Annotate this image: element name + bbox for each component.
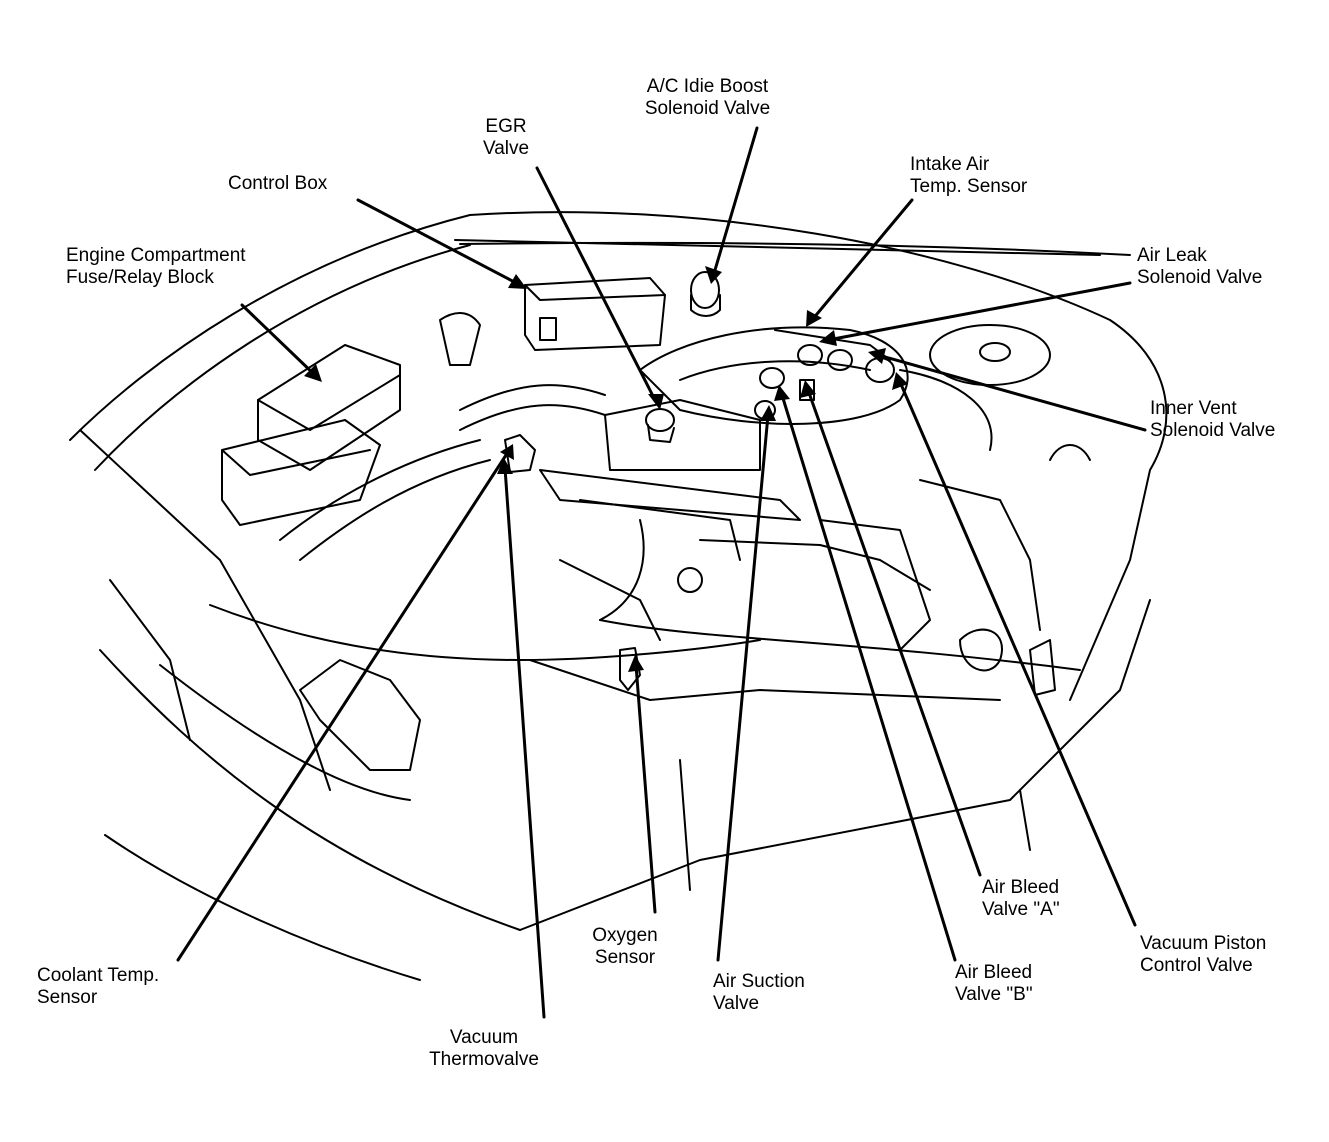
label-line: Air Bleed (955, 962, 1033, 983)
label-line: Air Bleed (982, 877, 1060, 898)
label-line: Thermovalve (429, 1049, 539, 1070)
label-line: Sensor (37, 987, 98, 1008)
label-line: Vacuum (449, 1027, 519, 1048)
label-vacuum-piston-control-valve: Vacuum Piston Control Valve (1140, 933, 1266, 977)
label-line: Vacuum Piston (1140, 933, 1267, 954)
label-line: Control Valve (1140, 955, 1253, 976)
label-inner-vent-solenoid-valve: Inner Vent Solenoid Valve (1150, 398, 1275, 442)
label-line: Sensor (594, 947, 656, 968)
label-line: Solenoid Valve (1137, 267, 1263, 288)
label-line: Solenoid Valve (1150, 420, 1276, 441)
label-line: Valve "A" (982, 899, 1060, 920)
label-line: Coolant Temp. (37, 965, 160, 986)
label-line: Air Suction (713, 971, 805, 992)
arrow-heads (304, 266, 908, 672)
label-air-suction-valve: Air Suction Valve (713, 971, 805, 1015)
label-air-bleed-valve-a: Air Bleed Valve "A" (982, 877, 1060, 921)
label-line: Valve (482, 138, 530, 159)
label-line: Engine Compartment (66, 245, 246, 266)
label-line: Valve (713, 993, 760, 1014)
label-vacuum-thermovalve: Vacuum Thermovalve (418, 1027, 550, 1071)
label-air-bleed-valve-b: Air Bleed Valve "B" (955, 962, 1033, 1006)
label-control-box: Control Box (228, 173, 327, 195)
label-egr-valve: EGR Valve (470, 116, 542, 160)
label-air-leak-solenoid-valve: Air Leak Solenoid Valve (1137, 245, 1262, 289)
label-line: Control Box (228, 173, 328, 194)
label-line: Air Leak (1137, 245, 1207, 266)
engine-components (221, 271, 1091, 771)
label-line: Fuse/Relay Block (66, 267, 214, 288)
label-intake-air-temp-sensor: Intake Air Temp. Sensor (910, 154, 1027, 198)
label-engine-compartment-fuse-relay-block: Engine Compartment Fuse/Relay Block (66, 245, 246, 289)
leader-lines (176, 126, 1147, 1019)
label-line: Temp. Sensor (910, 176, 1028, 197)
label-ac-idle-boost-solenoid-valve: A/C Idie Boost Solenoid Valve (635, 76, 780, 120)
label-line: Inner Vent (1150, 398, 1237, 419)
label-oxygen-sensor: Oxygen Sensor (585, 925, 665, 969)
label-line: Solenoid Valve (644, 98, 771, 119)
label-line: Intake Air (910, 154, 990, 175)
label-line: Valve "B" (955, 984, 1033, 1005)
label-line: EGR (485, 116, 527, 137)
label-coolant-temp-sensor: Coolant Temp. Sensor (37, 965, 159, 1009)
label-line: Oxygen (592, 925, 658, 946)
label-line: A/C Idie Boost (646, 76, 769, 97)
